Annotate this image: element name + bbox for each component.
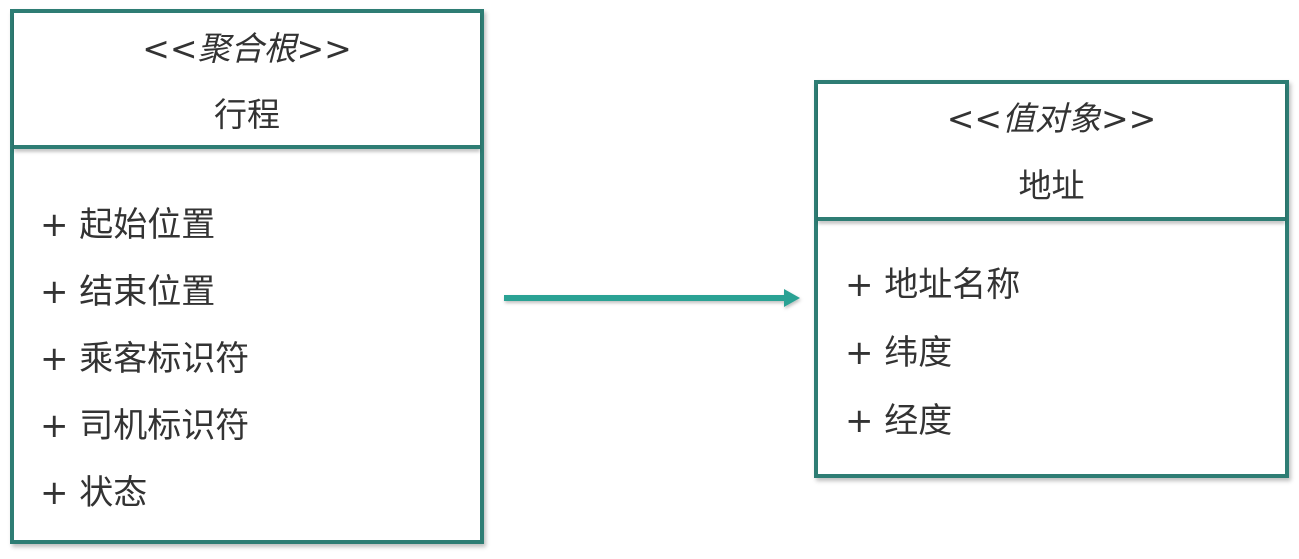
value-object-name: 地址 [1018, 166, 1085, 205]
aggregate-root-stereotype: <<聚合根>> [142, 29, 352, 68]
attribute-item: + 纬度 [845, 333, 953, 373]
value-object-class: <<值对象>> 地址 + 地址名称 + 纬度 + 经度 [814, 80, 1289, 478]
value-object-header: <<值对象>> 地址 [818, 84, 1285, 221]
attribute-item: + 状态 [40, 473, 148, 513]
attribute-item: + 司机标识符 [40, 406, 250, 446]
attribute-item: + 地址名称 [845, 265, 1021, 305]
attribute-item: + 乘客标识符 [40, 339, 250, 379]
aggregate-root-class: <<聚合根>> 行程 + 起始位置 + 结束位置 + 乘客标识符 + 司机标识符… [10, 9, 484, 544]
value-object-stereotype: <<值对象>> [946, 99, 1157, 138]
aggregate-root-name: 行程 [214, 95, 280, 134]
aggregate-root-header: <<聚合根>> 行程 [14, 13, 480, 149]
attribute-item: + 结束位置 [40, 272, 216, 312]
value-object-attributes: + 地址名称 + 纬度 + 经度 [818, 221, 1285, 469]
arrow-head-icon [784, 289, 800, 307]
aggregate-root-attributes: + 起始位置 + 结束位置 + 乘客标识符 + 司机标识符 + 状态 [14, 149, 480, 540]
attribute-item: + 经度 [845, 401, 953, 441]
attribute-item: + 起始位置 [40, 205, 216, 245]
